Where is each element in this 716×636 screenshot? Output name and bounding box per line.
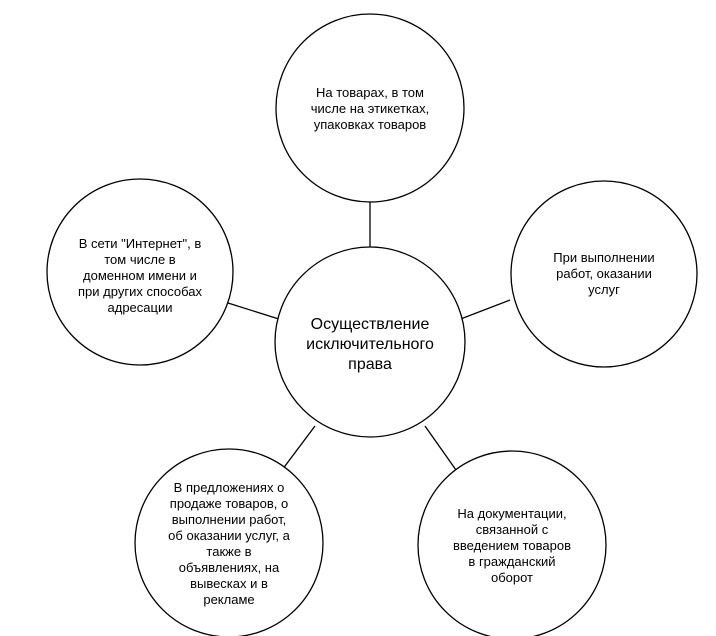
center-label: Осуществление исключительного права xyxy=(306,316,434,373)
node-label-right: При выполнении работ, оказании услуг xyxy=(553,250,655,297)
node-label-top: На товарах, в том числе на этикетках, уп… xyxy=(310,85,430,132)
node-circle-top xyxy=(275,13,465,203)
connector-right xyxy=(457,299,511,321)
connector-bottom-left xyxy=(281,425,316,471)
node-label-left: В сети "Интернет", в том числе в доменно… xyxy=(78,236,202,315)
node-circle-bottom-left xyxy=(134,448,324,636)
node-label-bottom-right: На документации, связанной с введением т… xyxy=(452,506,572,585)
node-circle-right xyxy=(510,180,698,368)
connector-bottom-right xyxy=(424,425,457,471)
node-circle-bottom-right xyxy=(417,450,607,636)
node-label-bottom-left: В предложениях о продаже товаров, о выпо… xyxy=(168,480,290,607)
connector-left xyxy=(227,302,283,321)
node-circle-left xyxy=(46,178,234,366)
node-circle-center xyxy=(274,246,466,438)
